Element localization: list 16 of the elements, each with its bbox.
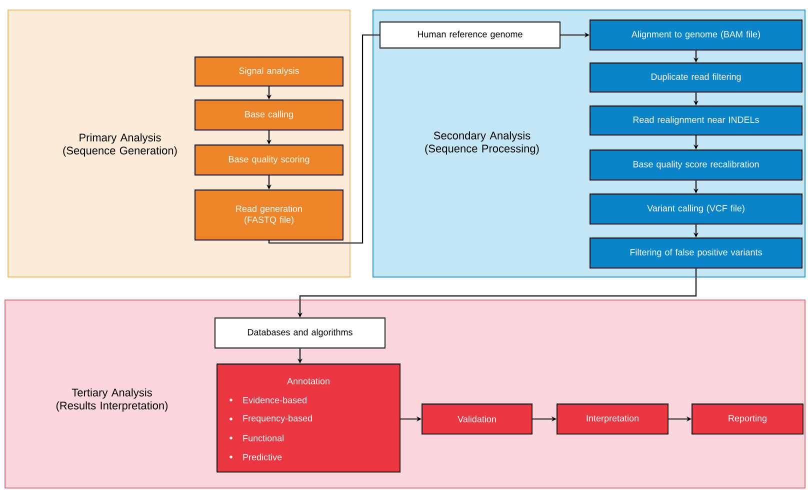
process-box: Base quality score recalibration: [590, 150, 802, 180]
process-box: Variant calling (VCF file): [590, 194, 802, 224]
process-box: Signal analysis: [194, 56, 344, 86]
process-box: Reporting: [692, 404, 804, 434]
process-box: Validation: [422, 404, 532, 434]
process-box: Alignment to genome (BAM file): [590, 20, 802, 50]
process-box: Interpretation: [556, 404, 668, 434]
input-box: Human reference genome: [380, 22, 560, 48]
process-box: Read generation (FASTQ file): [194, 190, 344, 240]
process-box: Base calling: [194, 100, 344, 130]
process-box: Read realignment near INDELs: [590, 106, 802, 136]
input-box: Databases and algorithms: [214, 318, 386, 348]
process-box: Annotation Evidence-based Frequency-based Functional Predictive: [216, 364, 400, 472]
process-box: Filtering of false positive variants: [590, 238, 802, 268]
process-box: Base quality scoring: [194, 144, 344, 176]
process-box: Duplicate read filtering: [590, 62, 802, 92]
